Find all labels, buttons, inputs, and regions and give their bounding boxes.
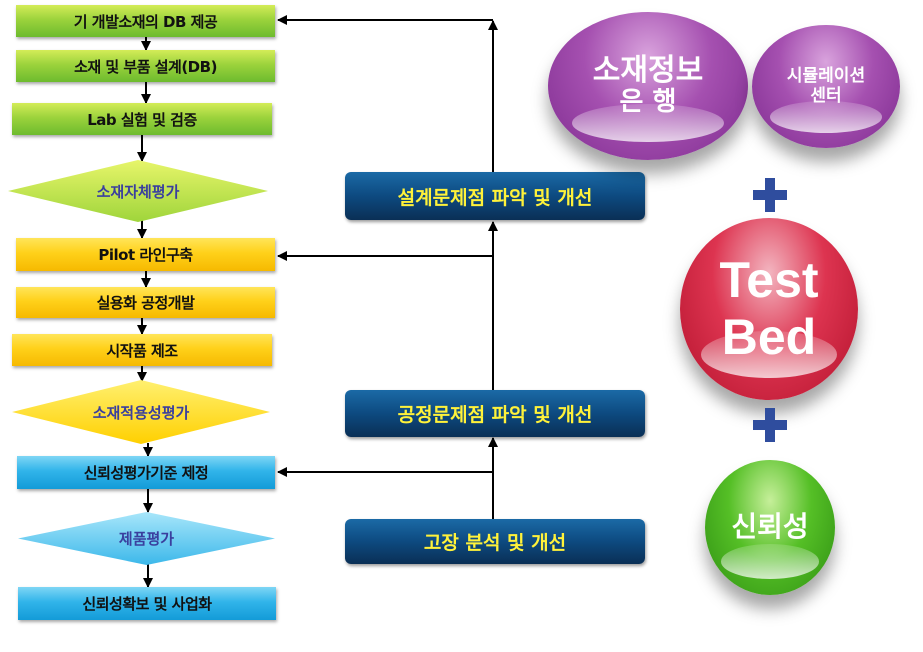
feedback-failure: 고장 분석 및 개선 (345, 519, 645, 564)
feedback-design: 설계문제점 파악 및 개선 (345, 172, 645, 220)
plus-icon (753, 178, 787, 212)
step-design: 소재 및 부품 설계(DB) (16, 50, 275, 82)
sphere-test-bed: Test Bed (680, 218, 858, 400)
sphere-reliability: 신뢰성 (705, 460, 835, 595)
material-bank-line1: 소재정보 (592, 52, 704, 88)
sphere-simulation-center: 시뮬레이션 센터 (752, 25, 900, 148)
reliability-label: 신뢰성 (731, 510, 809, 544)
plus-icon (753, 408, 787, 442)
simulation-line2: 센터 (810, 85, 842, 106)
simulation-line1: 시뮬레이션 (786, 65, 866, 86)
step-lab-test: Lab 실험 및 검증 (12, 103, 272, 135)
step-pilot-line: Pilot 라인구축 (16, 238, 275, 271)
step-process-dev: 실용화 공정개발 (16, 287, 275, 318)
feedback-process: 공정문제점 파악 및 개선 (345, 390, 645, 437)
sphere-material-bank: 소재정보 은 행 (548, 12, 748, 160)
step-prototype: 시작품 제조 (12, 334, 272, 366)
step-db-provision: 기 개발소재의 DB 제공 (16, 5, 275, 37)
step-commercialization: 신뢰성확보 및 사업화 (18, 587, 276, 620)
testbed-line2: Bed (721, 309, 817, 365)
testbed-line1: Test (719, 251, 819, 308)
step-reliability-standard: 신뢰성평가기준 제정 (17, 456, 275, 489)
material-bank-line2: 은 행 (619, 87, 677, 118)
